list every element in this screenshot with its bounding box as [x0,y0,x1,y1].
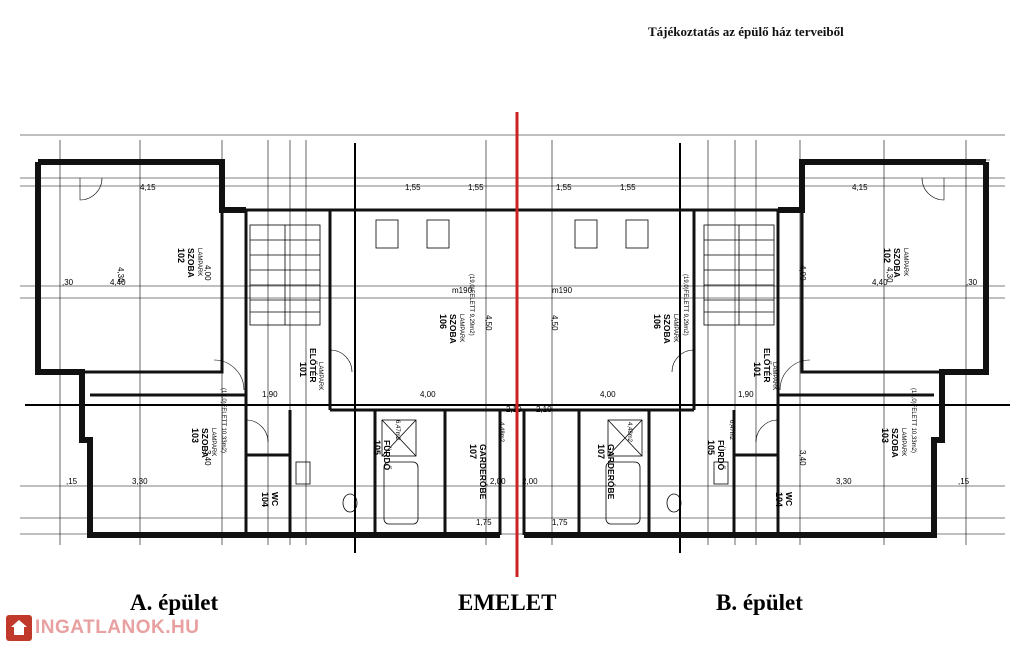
dim-height: 4,00 [203,265,212,281]
dim-misc: 2,00 [522,477,538,486]
room-name: ELŐTÉR [762,348,773,382]
room-name: ELŐTÉR [308,348,319,382]
room-number: 105 [372,440,382,455]
roof-windows [375,219,649,249]
room-number: 107 [468,444,478,459]
room-name: FÜRDŐ [382,440,393,471]
room-area: (19,0)FELETT 10,33m2) [220,388,226,453]
room-number: 106 [438,314,448,329]
room-area: 4,48m2 [498,422,504,443]
room-number: 105 [706,440,716,455]
dim-top: 1,55 [556,183,572,192]
room-labels-left: 102 SZOBA LAMPARK 106 SZOBA LAMPARK (19,… [176,248,504,507]
dimension-lines [20,134,1005,545]
dim-width: 1,75 [552,518,568,527]
watermark-text: INGATLANOK.HU [35,617,200,638]
dim-misc: m190 [552,286,573,295]
room-number: 101 [752,362,762,377]
watermark-logo: INGATLANOK.HU [6,614,199,642]
dim-height: 3,40 [203,450,212,466]
dim-width: 1,75 [476,518,492,527]
dim-misc: 2,00 [490,477,506,486]
room-name: WC [270,492,280,506]
dim-misc: ,15 [66,477,78,486]
room-area: (19,0)FELETT 9,29m2) [468,274,474,336]
room-number: 104 [260,492,270,507]
room-area: 6,47m2 [728,420,734,441]
dim-width: 3,30 [836,477,852,486]
caption-building-a: A. épület [130,590,219,615]
dim-misc: 2,10 [536,405,552,414]
room-number: 107 [596,444,606,459]
dim-width: 4,40 [872,278,888,287]
dim-misc: ,30 [62,278,74,287]
dim-misc: m190 [452,286,473,295]
dim-top: 4,15 [140,183,156,192]
dim-top: 1,55 [468,183,484,192]
room-area: (19,0)FELETT 9,29m2) [682,274,688,336]
room-floor: LAMPARK [196,248,202,276]
dim-height: 4,50 [484,315,493,331]
dim-height: 4,30 [885,267,894,283]
dim-height: 4,30 [116,267,125,283]
dim-width: 1,90 [738,390,754,399]
room-number: 103 [190,428,200,443]
room-floor: LAMPARK [900,428,906,456]
room-name: GARDERÓBE [606,444,617,500]
caption-building-b: B. épület [716,590,803,615]
dim-width: 4,00 [600,390,616,399]
dim-misc: ,15 [958,477,970,486]
room-name: SZOBA [892,248,902,278]
house-icon [6,615,32,641]
room-floor: LAMPARK [317,362,323,390]
bathroom-fixtures [295,419,729,525]
staircase-left [249,224,321,326]
dim-width: 4,40 [110,278,126,287]
caption-floor: EMELET [458,590,557,615]
dim-width: 4,00 [420,390,436,399]
dim-height: 3,40 [798,450,807,466]
room-floor: LAMPARK [672,314,678,342]
room-name: SZOBA [448,314,458,344]
room-number: 103 [880,428,890,443]
dim-misc: ,30 [966,278,978,287]
room-area: (19,0)FELETT 10,33m2) [910,388,916,453]
room-area: 4,48m2 [626,422,632,443]
dim-width: 3,30 [132,477,148,486]
dim-misc: 2,10 [506,405,522,414]
dim-height: 4,00 [798,265,807,281]
room-name: SZOBA [662,314,672,344]
interior-walls [38,208,986,535]
room-name: SZOBA [200,428,210,458]
dim-top: 1,55 [620,183,636,192]
room-floor: LAMPARK [902,248,908,276]
dim-height: 4,50 [550,315,559,331]
room-area: 6,47m2 [394,420,400,441]
dimension-labels: 1,55 1,55 1,55 1,55 4,15 4,15 4,30 4,00 … [62,183,978,527]
room-name: FÜRDŐ [716,440,727,471]
dim-top: 4,15 [852,183,868,192]
room-name: SZOBA [186,248,196,278]
room-labels-right: 102 SZOBA LAMPARK 106 SZOBA LAMPARK (19,… [596,248,916,507]
page-title: Tájékoztatás az épülő ház terveiből [648,24,844,39]
room-number: 104 [774,492,784,507]
room-name: GARDERÓBE [478,444,489,500]
dim-top: 1,55 [405,183,421,192]
room-floor: LAMPARK [771,362,777,390]
staircase-right [703,224,775,326]
door-swings [79,177,945,443]
room-number: 102 [882,248,892,263]
room-floor: LAMPARK [458,314,464,342]
dim-width: 1,90 [262,390,278,399]
room-name: SZOBA [890,428,900,458]
room-number: 102 [176,248,186,263]
room-floor: LAMPARK [210,428,216,456]
room-name: WC [784,492,794,506]
room-number: 101 [298,362,308,377]
room-number: 106 [652,314,662,329]
